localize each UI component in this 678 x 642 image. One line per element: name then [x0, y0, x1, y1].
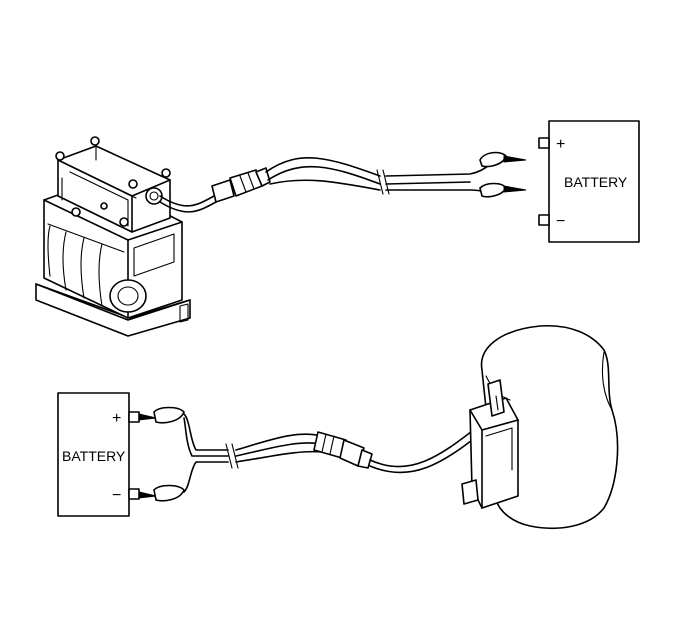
battery-bottom-negative-label: − [112, 487, 121, 504]
battery-bottom-label: BATTERY [62, 448, 126, 464]
battery-top-positive-label: + [556, 136, 565, 153]
battery-top-label: BATTERY [564, 174, 628, 190]
bottom-module-assembly [461, 324, 619, 529]
bottom-harness [138, 406, 481, 502]
bottom-battery: + − BATTERY [57, 392, 140, 517]
battery-top-negative-label: − [556, 213, 565, 230]
top-module-assembly [35, 136, 191, 337]
top-harness [159, 151, 527, 213]
battery-top: + − BATTERY [538, 120, 640, 243]
battery-bottom-positive-label: + [112, 410, 121, 427]
